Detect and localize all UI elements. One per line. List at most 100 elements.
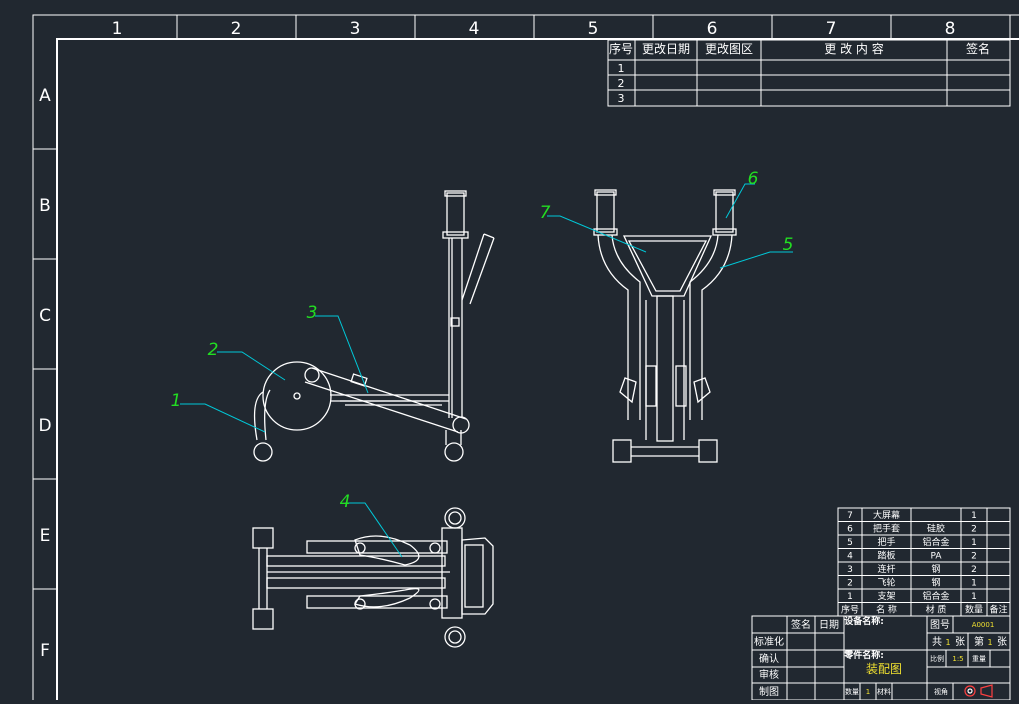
revision-row-1: 1 [618, 62, 625, 75]
title-role-standardization: 标准化 [754, 635, 784, 648]
parts-list-cell-name: 飞轮 [877, 577, 895, 589]
zone-row-D: D [38, 416, 51, 436]
zone-col-5: 5 [588, 19, 599, 39]
parts-list-header-no: 序号 [841, 604, 859, 616]
balloon-labels: 1 2 3 4 5 6 7 [171, 169, 794, 512]
revision-header-zone: 更改图区 [705, 42, 753, 56]
parts-list-header-qty: 数量 [965, 604, 983, 616]
parts-list-cell-no: 6 [847, 525, 853, 535]
parts-list-cell-no: 1 [847, 592, 853, 602]
title-block-text: 签名 日期 标准化 确认 审核 制图 设备名称: 零件名称: 装配图 图号 A0… [754, 615, 1007, 698]
title-sign-header: 签名 [791, 618, 811, 631]
drawing-no-value: A0001 [972, 621, 995, 629]
parts-list-cell-material: PA [930, 552, 942, 562]
parts-list-cell-qty: 2 [971, 525, 977, 535]
revision-row-3: 3 [618, 92, 625, 105]
qty-value: 1 [866, 688, 870, 696]
parts-list [837, 507, 1011, 617]
parts-list-cell-no: 5 [847, 538, 853, 548]
sheet-label-1: 第 [974, 635, 984, 648]
zone-col-1: 1 [112, 19, 123, 39]
revision-header-content: 更 改 内 容 [824, 41, 883, 56]
zone-row-A: A [39, 86, 51, 106]
zone-col-4: 4 [469, 19, 480, 39]
leader-lines [180, 183, 793, 558]
parts-list-cell-name: 大屏幕 [873, 509, 900, 521]
zone-row-labels: A B C D E F [38, 86, 51, 661]
parts-list-cell-qty: 2 [971, 552, 977, 562]
parts-list-cell-qty: 2 [971, 565, 977, 575]
zone-row-E: E [40, 526, 51, 546]
parts-list-cell-material: 铝合金 [922, 590, 949, 602]
projection-symbol-icon [964, 684, 993, 698]
part-name-value: 装配图 [866, 662, 902, 676]
balloon-1[interactable]: 1 [171, 391, 182, 411]
drawing-border [32, 14, 1019, 704]
device-name-label: 设备名称: [844, 615, 884, 627]
parts-list-cell-no: 2 [847, 579, 853, 589]
part-name-label: 零件名称: [843, 649, 884, 661]
title-role-confirm: 确认 [759, 652, 779, 665]
parts-list-cell-qty: 1 [971, 538, 977, 548]
drawing-no-label: 图号 [930, 619, 950, 631]
revision-header-date: 更改日期 [642, 42, 690, 56]
parts-list-header-note: 备注 [989, 604, 1007, 616]
title-date-header: 日期 [819, 619, 839, 631]
revision-header-sign: 签名 [966, 41, 990, 56]
balloon-6[interactable]: 6 [748, 169, 759, 189]
balloon-3[interactable]: 3 [307, 303, 318, 323]
zone-col-8: 8 [945, 19, 956, 39]
parts-list-cell-material: 硅胶 [927, 523, 945, 535]
side-view[interactable] [253, 190, 495, 462]
zone-col-6: 6 [707, 19, 718, 39]
parts-list-cell-name: 踏板 [877, 550, 895, 562]
top-view[interactable] [252, 507, 494, 648]
parts-list-cell-name: 连杆 [877, 563, 895, 575]
total-label-1: 共 [932, 636, 942, 648]
zone-row-C: C [39, 306, 51, 326]
parts-list-cell-qty: 1 [971, 579, 977, 589]
sheet-label-2: 张 [997, 636, 1007, 648]
parts-list-cell-no: 4 [847, 552, 853, 562]
parts-list-header-name: 名 称 [876, 604, 897, 616]
balloon-5[interactable]: 5 [783, 235, 794, 255]
parts-list-cell-no: 3 [847, 565, 853, 575]
zone-column-labels: 1 2 3 4 5 6 7 8 [112, 19, 956, 39]
zone-col-3: 3 [350, 19, 361, 39]
parts-list-cell-material: 铝合金 [922, 536, 949, 548]
zone-row-B: B [39, 196, 51, 216]
zone-row-F: F [40, 641, 50, 661]
revision-table-text: 序号 更改日期 更改图区 更 改 内 容 签名 1 2 3 [609, 41, 990, 105]
view-label: 视角 [934, 687, 948, 696]
scale-label: 比例 [930, 654, 944, 663]
parts-list-cell-material: 钢 [931, 563, 940, 575]
parts-list-cell-name: 支架 [877, 590, 895, 602]
total-value: 1 [945, 638, 950, 647]
revision-header-no: 序号 [609, 41, 633, 56]
parts-list-cell-no: 7 [847, 511, 853, 521]
title-role-drawn: 制图 [759, 685, 779, 698]
title-role-review: 审核 [759, 668, 779, 681]
revision-table [607, 39, 1011, 107]
front-view[interactable] [593, 189, 737, 463]
sheet-value: 1 [987, 638, 992, 647]
qty-label: 数量 [845, 687, 859, 696]
balloon-2[interactable]: 2 [208, 340, 219, 360]
weight-label: 重量 [972, 655, 986, 663]
parts-list-cell-name: 把手 [877, 536, 895, 548]
scale-value: 1:5 [952, 655, 963, 663]
total-label-2: 张 [955, 636, 965, 648]
parts-list-header-material: 材 质 [926, 604, 947, 616]
parts-list-cell-material: 钢 [931, 577, 940, 589]
balloon-4[interactable]: 4 [340, 492, 351, 512]
zone-col-7: 7 [826, 19, 837, 39]
balloon-7[interactable]: 7 [540, 203, 551, 223]
zone-col-2: 2 [231, 19, 242, 39]
parts-list-cell-name: 把手套 [873, 523, 900, 535]
material-label: 材料 [877, 687, 891, 696]
parts-list-cell-qty: 1 [971, 592, 977, 602]
parts-list-cell-qty: 1 [971, 511, 977, 521]
revision-row-2: 2 [618, 77, 625, 90]
